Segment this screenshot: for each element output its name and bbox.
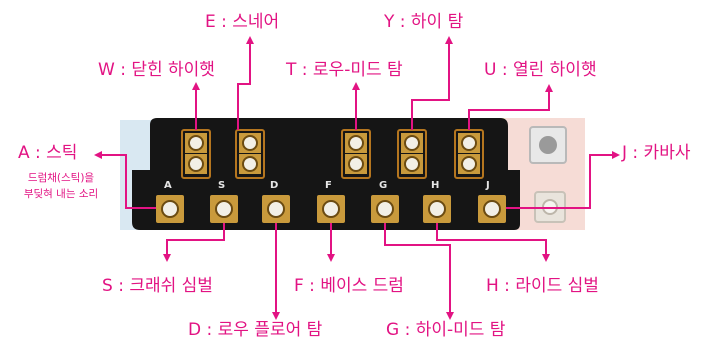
conn-cabasa [506,151,620,209]
label-crash: S : 크래쉬 심벌 [102,276,213,296]
tactile-switch-button [539,136,557,154]
label-open-hihat: U : 열린 하이햇 [484,60,597,80]
pad-f-hole [322,200,340,218]
pad-letter-d: D [270,180,278,191]
conn-snare [237,36,254,130]
pad-u-hole-1 [461,135,477,151]
conn-kick [94,151,156,209]
label-high-tom: Y : 하이 탐 [384,12,464,32]
label-kick-note-2: 부딪혀 내는 소리 [23,188,99,200]
pad-u-hole-2 [461,156,477,172]
pad-e-hole-2 [242,156,258,172]
pad-d-hole [267,200,285,218]
label-closed-hihat: W : 닫힌 하이햇 [98,60,215,80]
pad-w-hole-1 [188,135,204,151]
pad-t-hole-1 [348,135,364,151]
pad-letter-f: F [325,180,332,191]
pad-y-hole-2 [404,156,420,172]
pad-j-hole [483,200,501,218]
label-low-floor-tom: D : 로우 플로어 탐 [188,320,323,340]
pad-h-hole [428,200,446,218]
conn-open-hihat [468,84,553,130]
label-low-mid-tom: T : 로우-미드 탐 [286,60,403,80]
conn-high-mid-tom [384,223,454,320]
pad-e-hole-1 [242,135,258,151]
conn-high-tom [411,36,453,130]
label-ride: H : 라이드 심벌 [486,276,599,296]
label-kick-note-1: 드럼채(스틱)을 [27,172,95,184]
label-bass-drum: F : 베이스 드럼 [294,276,404,296]
pad-letter-g: G [379,180,387,191]
label-kick: A : 스틱 [18,143,78,163]
pad-g-hole [376,200,394,218]
pad-letter-s: S [218,180,225,191]
pad-t-hole-2 [348,156,364,172]
pad-y-hole-1 [404,135,420,151]
label-high-mid-tom: G : 하이-미드 탐 [386,320,506,340]
pad-a-hole [161,200,179,218]
pad-letter-h: H [431,180,439,191]
pad-letter-j: J [485,180,490,191]
pad-s-hole [215,200,233,218]
conn-crash [163,223,225,262]
label-snare: E : 스네어 [205,12,280,32]
pad-w-hole-2 [188,156,204,172]
conn-ride [436,223,550,262]
label-cabasa: J : 카바사 [622,143,691,163]
pad-letter-a: A [164,180,172,191]
